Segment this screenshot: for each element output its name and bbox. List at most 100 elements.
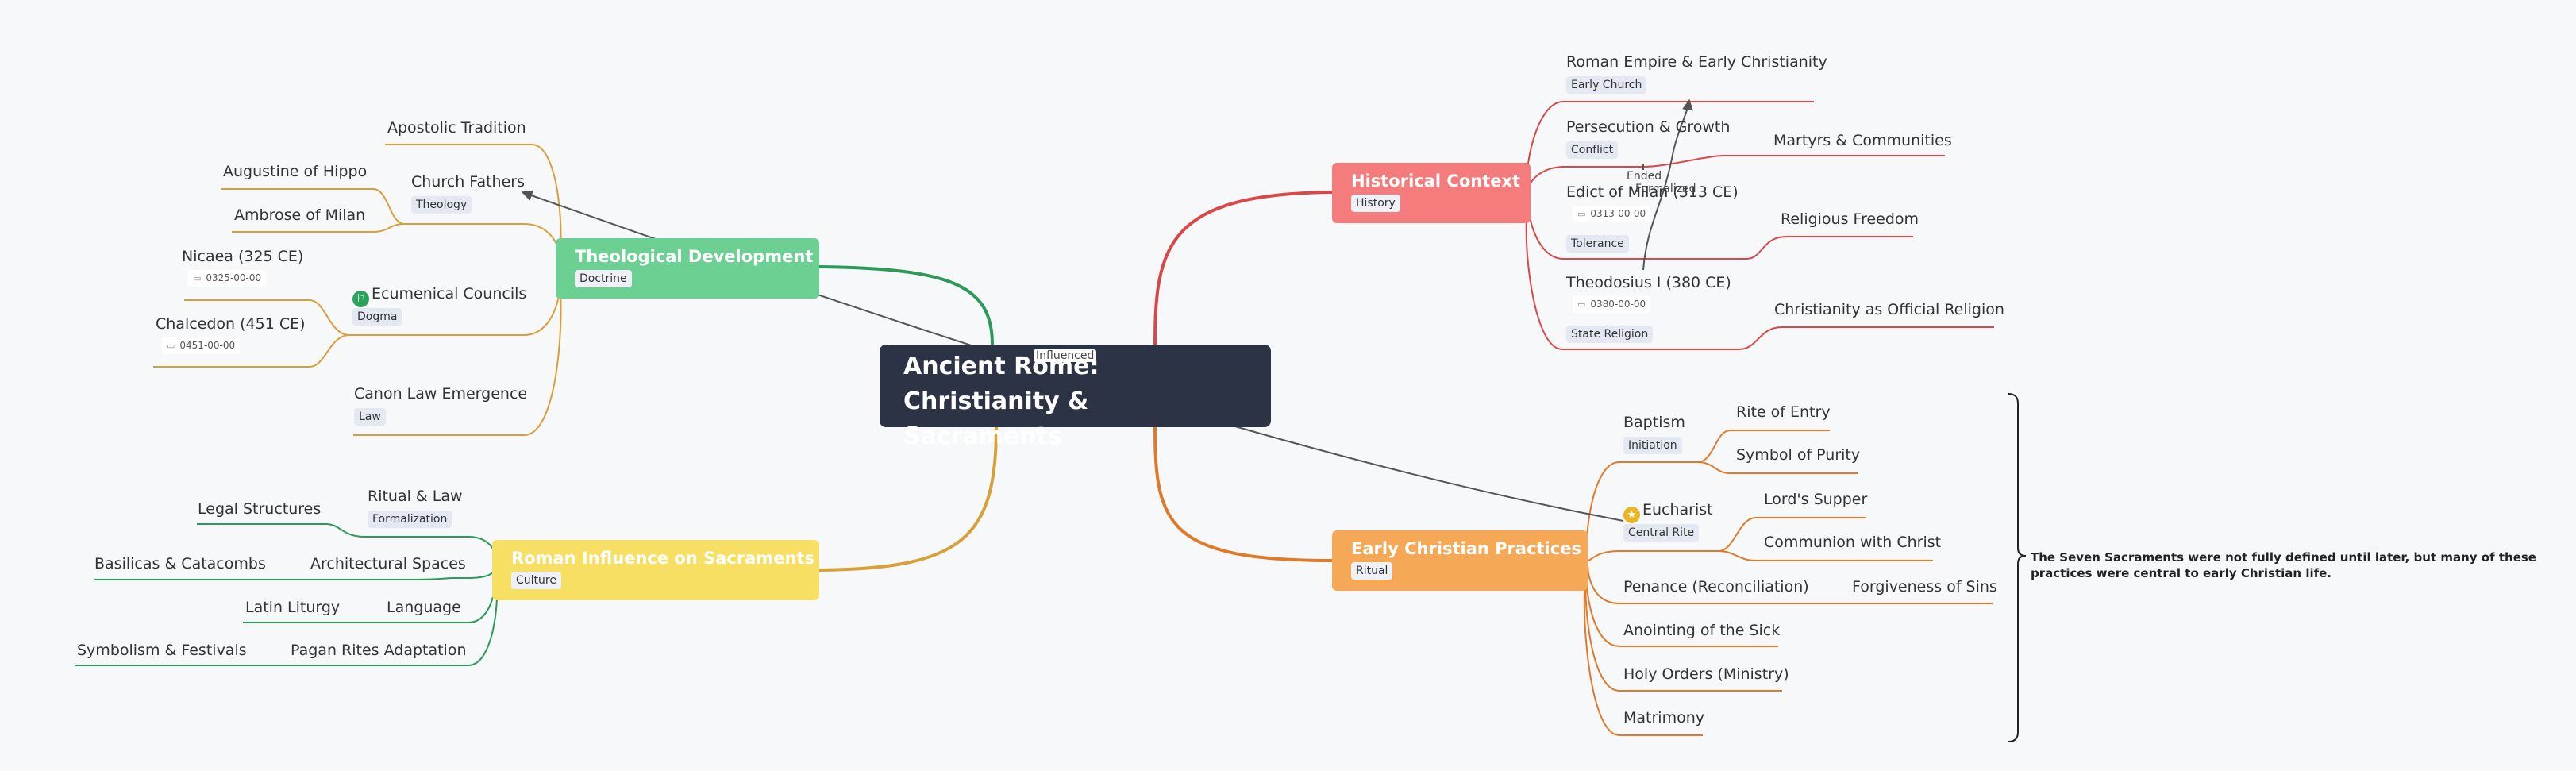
martyrs-communities-label: Martyrs & Communities [1773, 132, 1952, 149]
roman-empire-node[interactable]: Roman Empire & Early Christianity Early … [1566, 52, 1827, 94]
ecumenical-councils-label: Ecumenical Councils [372, 285, 527, 303]
apostolic-tradition-node[interactable]: Apostolic Tradition [387, 118, 526, 137]
ritual-law-node[interactable]: Ritual & Law Formalization [368, 487, 463, 528]
early-christian-practices-topic[interactable]: Early Christian Practices Ritual [1332, 530, 1588, 591]
formalization-tag: Formalization [368, 511, 452, 528]
ended-relationship-label[interactable]: Ended [1627, 170, 1662, 183]
initiation-tag: Initiation [1623, 437, 1682, 454]
matrimony-label: Matrimony [1623, 709, 1704, 727]
edict-of-milan-node[interactable]: Edict of Milan (313 CE) ▭0313-00-00 Tole… [1566, 183, 1739, 253]
pagan-rites-node[interactable]: Pagan Rites Adaptation [291, 641, 467, 660]
religious-freedom-node[interactable]: Religious Freedom [1781, 210, 1919, 229]
apostolic-tradition-label: Apostolic Tradition [387, 119, 526, 137]
baptism-node[interactable]: Baptism Initiation [1623, 413, 1685, 454]
legal-structures-node[interactable]: Legal Structures [198, 499, 321, 518]
edict-date: ▭0313-00-00 [1573, 206, 1651, 222]
holy-orders-node[interactable]: Holy Orders (Ministry) [1623, 665, 1789, 684]
root-to-practices-link [1153, 426, 1333, 562]
nicaea-date: ▭0325-00-00 [188, 270, 267, 287]
anointing-label: Anointing of the Sick [1623, 622, 1781, 639]
architectural-spaces-node[interactable]: Architectural Spaces [310, 554, 466, 573]
calendar-icon: ▭ [167, 341, 175, 351]
ritual-tag: Ritual [1351, 562, 1393, 580]
ritual-law-label: Ritual & Law [368, 488, 463, 505]
latin-liturgy-node[interactable]: Latin Liturgy [245, 598, 340, 617]
latin-liturgy-label: Latin Liturgy [245, 599, 341, 616]
forgiveness-node[interactable]: Forgiveness of Sins [1852, 577, 1997, 596]
canon-law-label: Canon Law Emergence [354, 385, 528, 403]
historical-context-topic[interactable]: Historical Context History [1332, 163, 1531, 223]
doctrine-tag: Doctrine [575, 270, 632, 287]
lords-supper-label: Lord's Supper [1764, 491, 1868, 508]
persecution-growth-label: Persecution & Growth [1566, 118, 1731, 136]
law-tag: Law [354, 408, 386, 426]
star-icon: ★ [1623, 507, 1640, 523]
canon-law-node[interactable]: Canon Law Emergence Law [354, 384, 528, 426]
roman-empire-label: Roman Empire & Early Christianity [1566, 53, 1827, 71]
symbolism-festivals-node[interactable]: Symbolism & Festivals [77, 641, 247, 660]
history-tag: History [1351, 195, 1400, 212]
root-to-theological-link [818, 265, 994, 345]
early-church-tag: Early Church [1566, 76, 1647, 94]
communion-node[interactable]: Communion with Christ [1764, 533, 1941, 552]
rite-of-entry-label: Rite of Entry [1736, 403, 1831, 421]
holy-orders-label: Holy Orders (Ministry) [1623, 665, 1789, 683]
chalcedon-label: Chalcedon (451 CE) [156, 315, 306, 333]
theological-development-title: Theological Development [575, 247, 814, 266]
anointing-node[interactable]: Anointing of the Sick [1623, 621, 1780, 640]
rite-of-entry-node[interactable]: Rite of Entry [1736, 403, 1831, 422]
sacraments-summary-brace [2008, 393, 2027, 742]
eucharist-node[interactable]: ★Eucharist Central Rite [1623, 500, 1713, 542]
church-fathers-label: Church Fathers [411, 173, 525, 191]
central-rite-tag: Central Rite [1623, 524, 1700, 542]
augustine-label: Augustine of Hippo [223, 163, 368, 180]
influenced-relationship-label[interactable]: Influenced [1034, 349, 1097, 362]
theodosius-node[interactable]: Theodosius I (380 CE) ▭0380-00-00 State … [1566, 273, 1731, 343]
chalcedon-date: ▭0451-00-00 [162, 337, 241, 354]
matrimony-node[interactable]: Matrimony [1623, 708, 1704, 727]
basilicas-node[interactable]: Basilicas & Catacombs [94, 554, 266, 573]
historical-context-title: Historical Context [1351, 172, 1521, 191]
ecumenical-councils-node[interactable]: ⚐Ecumenical Councils Dogma [352, 284, 527, 326]
augustine-node[interactable]: Augustine of Hippo [223, 162, 367, 181]
calendar-icon: ▭ [193, 273, 202, 283]
nicaea-node[interactable]: Nicaea (325 CE) ▭0325-00-00 [182, 247, 304, 287]
communion-label: Communion with Christ [1764, 534, 1942, 551]
official-religion-node[interactable]: Christianity as Official Religion [1774, 300, 2004, 319]
lords-supper-node[interactable]: Lord's Supper [1764, 490, 1867, 509]
official-religion-label: Christianity as Official Religion [1774, 301, 2004, 318]
penance-node[interactable]: Penance (Reconciliation) [1623, 577, 1809, 596]
root-to-historical-link [1153, 191, 1333, 345]
religious-freedom-label: Religious Freedom [1781, 210, 1919, 228]
symbol-of-purity-node[interactable]: Symbol of Purity [1736, 445, 1860, 465]
tolerance-tag: Tolerance [1566, 235, 1629, 253]
flag-icon: ⚐ [352, 291, 369, 307]
church-fathers-node[interactable]: Church Fathers Theology [411, 172, 525, 214]
symbolism-festivals-label: Symbolism & Festivals [77, 642, 247, 659]
roman-influence-title: Roman Influence on Sacraments [511, 549, 814, 568]
martyrs-communities-node[interactable]: Martyrs & Communities [1773, 131, 1952, 150]
penance-label: Penance (Reconciliation) [1623, 578, 1809, 596]
ambrose-node[interactable]: Ambrose of Milan [234, 206, 365, 225]
dogma-tag: Dogma [352, 308, 402, 326]
language-node[interactable]: Language [387, 598, 461, 617]
calendar-icon: ▭ [1577, 209, 1586, 219]
theological-development-topic[interactable]: Theological Development Doctrine [556, 238, 819, 299]
ended-formalized-relationship-line [1642, 98, 1693, 271]
ambrose-label: Ambrose of Milan [234, 206, 366, 224]
conflict-tag: Conflict [1566, 141, 1619, 159]
architectural-spaces-label: Architectural Spaces [310, 555, 466, 572]
formalized-relationship-label[interactable]: Formalized [1635, 183, 1696, 195]
persecution-growth-node[interactable]: Persecution & Growth Conflict [1566, 118, 1731, 159]
baptism-label: Baptism [1623, 414, 1685, 431]
sacraments-summary-note[interactable]: The Seven Sacraments were not fully defi… [2031, 550, 2536, 580]
pagan-rites-label: Pagan Rites Adaptation [291, 642, 467, 659]
chalcedon-node[interactable]: Chalcedon (451 CE) ▭0451-00-00 [156, 314, 306, 354]
early-christian-practices-title: Early Christian Practices [1351, 539, 1581, 558]
root-title: Ancient Rome: Christianity & Sacraments [903, 353, 1099, 450]
basilicas-label: Basilicas & Catacombs [94, 555, 266, 572]
forgiveness-label: Forgiveness of Sins [1852, 578, 1997, 596]
roman-influence-topic[interactable]: Roman Influence on Sacraments Culture [492, 540, 819, 600]
eucharist-label: Eucharist [1642, 501, 1713, 518]
nicaea-label: Nicaea (325 CE) [182, 248, 304, 265]
